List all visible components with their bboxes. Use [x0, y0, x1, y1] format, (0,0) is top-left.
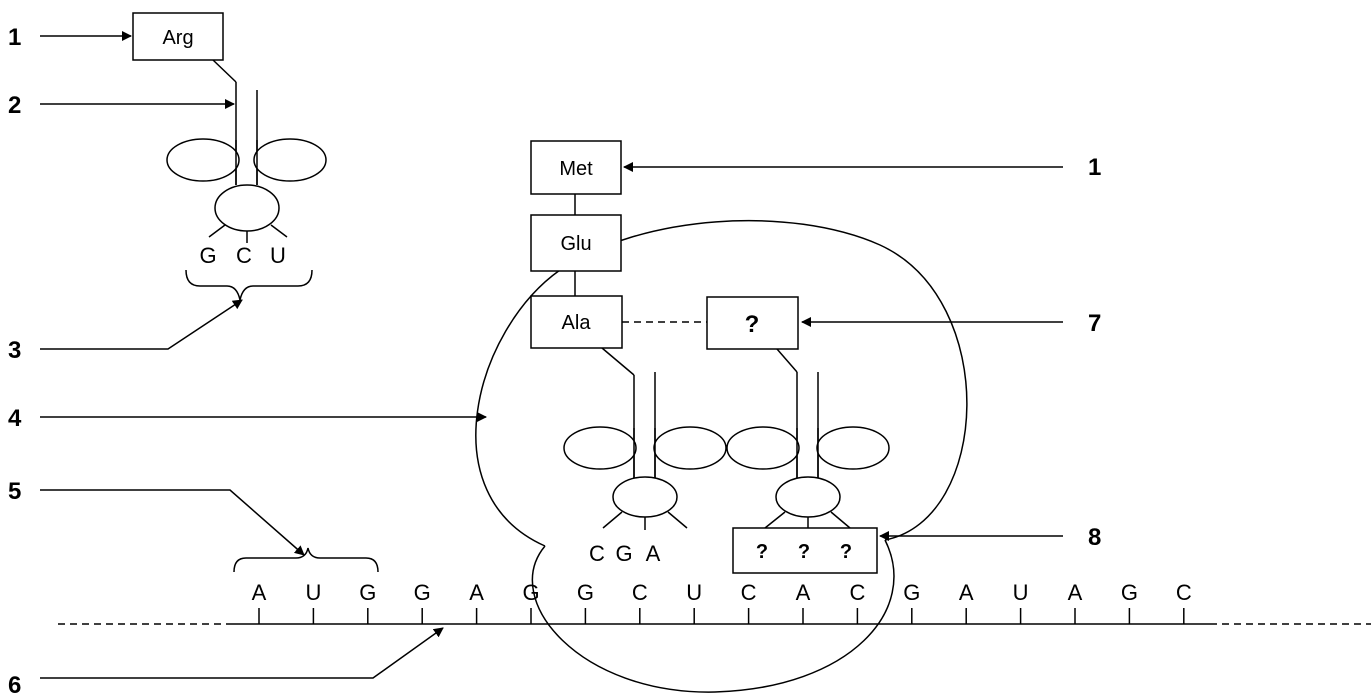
mrna-base: C	[632, 580, 648, 605]
label-1-left: 1	[8, 24, 21, 51]
arg-box: Arg	[132, 12, 224, 61]
mrna-base: G	[903, 580, 920, 605]
mrna-base: U	[305, 580, 321, 605]
label-6: 6	[8, 672, 21, 698]
codon-brace	[233, 547, 379, 573]
ribosome-small-subunit	[531, 539, 895, 693]
mrna-base: G	[577, 580, 594, 605]
anticodon-base: A	[646, 541, 661, 566]
unknown-anticodon-box: ? ? ?	[732, 527, 878, 574]
unknown-amino-acid-label: ?	[745, 311, 760, 338]
mrna-base: G	[522, 580, 539, 605]
free-trna-anticodon: G C U	[199, 243, 286, 268]
unknown-anticodon-base: ?	[798, 541, 810, 563]
ala-trna	[563, 347, 727, 530]
mrna-base: A	[1068, 580, 1083, 605]
mrna-base: U	[1013, 580, 1029, 605]
mrna-base: C	[741, 580, 757, 605]
label-2: 2	[8, 92, 21, 119]
anticodon-base: C	[236, 243, 252, 268]
mrna-base: A	[469, 580, 484, 605]
unknown-amino-acid-box: ?	[706, 296, 799, 350]
label-8: 8	[1088, 524, 1101, 551]
label-3: 3	[8, 337, 21, 364]
ala-box: Ala	[530, 295, 623, 349]
unknown-anticodon-base: ?	[756, 541, 768, 563]
mrna-base: A	[796, 580, 811, 605]
label-5: 5	[8, 478, 21, 505]
mrna-base: A	[959, 580, 974, 605]
ala-trna-anticodon: C G A	[589, 541, 661, 566]
mrna-base: C	[849, 580, 865, 605]
label-1-right: 1	[1088, 154, 1101, 181]
unknown-trna	[726, 348, 890, 529]
met-box: Met	[530, 140, 622, 195]
mrna-base: G	[414, 580, 431, 605]
met-label: Met	[559, 158, 593, 180]
anticodon-base: C	[589, 541, 605, 566]
peptide-chain	[574, 194, 707, 323]
label-4: 4	[8, 405, 22, 432]
mrna-ticks	[258, 608, 1185, 624]
mrna-base: C	[1176, 580, 1192, 605]
mrna-base: G	[359, 580, 376, 605]
anticodon-base: G	[199, 243, 216, 268]
anticodon-base: G	[615, 541, 632, 566]
anticodon-base: U	[270, 243, 286, 268]
glu-label: Glu	[560, 233, 591, 255]
label-7: 7	[1088, 310, 1101, 337]
mrna-base: U	[686, 580, 702, 605]
unknown-anticodon-base: ?	[840, 541, 852, 563]
mrna-base: A	[252, 580, 267, 605]
pointers	[40, 31, 1063, 679]
glu-box: Glu	[530, 214, 622, 272]
arg-label: Arg	[162, 27, 193, 49]
ala-label: Ala	[562, 312, 592, 334]
mrna-base: G	[1121, 580, 1138, 605]
number-labels: 1 2 3 4 5 6 1 7 8	[8, 24, 1101, 698]
